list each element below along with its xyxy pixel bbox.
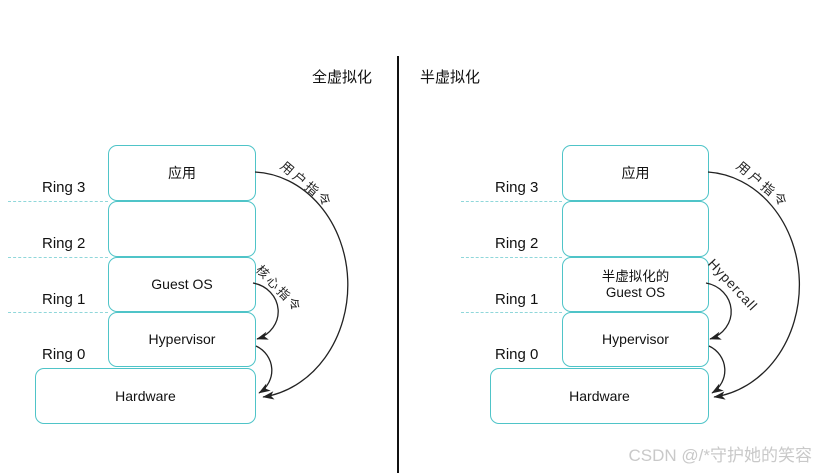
app-box-label-right: 应用 [621,164,650,181]
ring-label-3-left: Ring 3 [42,179,86,196]
app-box-left: 应用 [108,145,256,201]
hypercall-label-right: Hypercall [705,256,761,314]
panel-divider-line [397,56,399,473]
right-panel-title: 半虚拟化 [420,69,481,86]
ring2-dashed-line-left [8,257,108,258]
guest-os-box-left: Guest OS [108,257,256,312]
ring-label-3-right: Ring 3 [495,179,539,196]
ring2-empty-box-left [108,201,256,257]
paravirt-guest-os-label-line1: 半虚拟化的 [601,268,670,284]
csdn-watermark: CSDN @/*守护她的笑容 [628,446,813,465]
ring-label-2-right: Ring 2 [495,235,539,252]
hypervisor-to-hardware-arc-left [255,345,273,394]
guest-os-label-left: Guest OS [151,276,213,293]
ring-label-2-left: Ring 2 [42,235,86,252]
ring-label-1-left: Ring 1 [42,291,86,308]
kernel-instructions-label-left: 核心指令 [253,262,305,316]
ring3-dashed-line-right [461,201,562,202]
hypervisor-to-hardware-arc-right [708,345,726,394]
ring1-dashed-line-left [8,312,108,313]
hypervisor-label-right: Hypervisor [602,331,669,348]
hypercall-arc-right [705,282,732,340]
hardware-box-left: Hardware [35,368,256,424]
hardware-box-right: Hardware [490,368,709,424]
paravirt-guest-os-label-line2: Guest OS [605,284,666,300]
app-box-right: 应用 [562,145,709,201]
ring-label-0-left: Ring 0 [42,346,86,363]
left-panel-title: 全虚拟化 [312,69,373,86]
hardware-label-left: Hardware [115,387,176,404]
user-instructions-label-left: 用户指令 [277,158,337,211]
ring3-dashed-line-left [8,201,108,202]
user-instructions-label-right: 用户指令 [733,158,793,211]
hypervisor-label-left: Hypervisor [148,331,216,348]
ring2-empty-box-right [562,201,709,257]
ring2-dashed-line-right [461,257,562,258]
ring-label-0-right: Ring 0 [495,346,539,363]
hardware-label-right: Hardware [569,387,630,404]
app-box-label-left: 应用 [168,164,196,181]
ring-label-1-right: Ring 1 [495,291,539,308]
ring1-dashed-line-right [461,312,562,313]
paravirt-guest-os-box-right: 半虚拟化的 Guest OS [562,257,709,312]
hypervisor-box-left: Hypervisor [108,312,256,367]
hypervisor-box-right: Hypervisor [562,312,709,367]
